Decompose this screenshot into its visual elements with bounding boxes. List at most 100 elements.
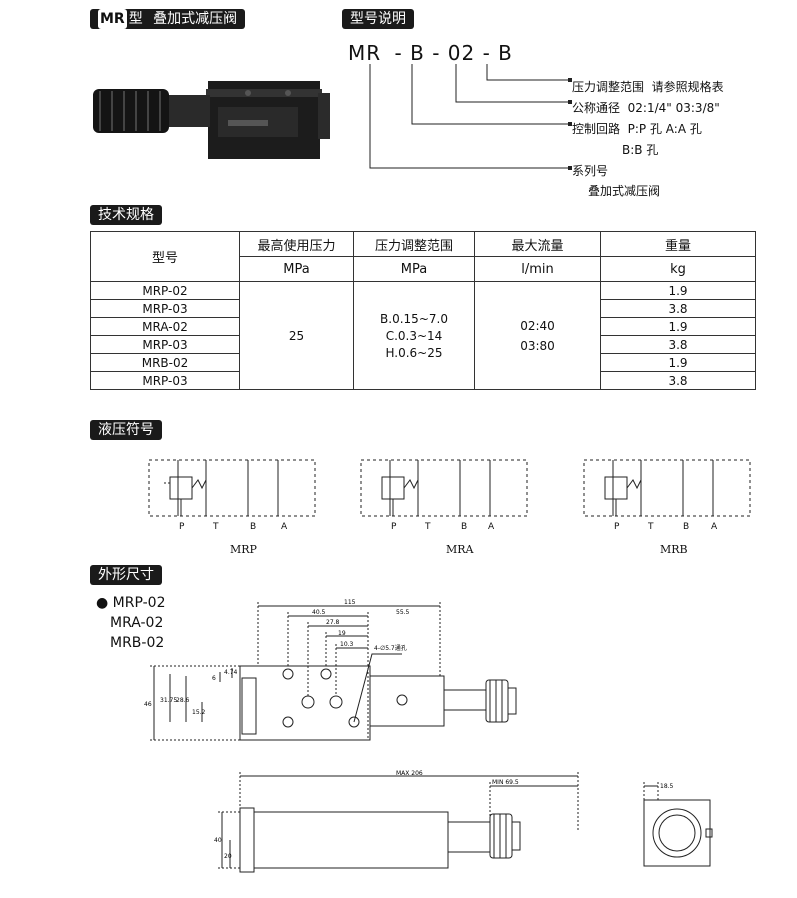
annot-size-value: 02:1/4" 03:3/8" [627,101,720,115]
annot-size-label: 公称通径 [572,101,621,115]
spec-section-title: 技术规格 [90,205,162,225]
dim-6: 6 [212,675,216,682]
annot-pressure: 压力调整范围 请参照规格表 [572,78,724,95]
th-max-pressure-unit: MPa [239,256,354,282]
dim-55-5: 55.5 [396,609,410,616]
cell-weight: 1.9 [600,281,756,300]
annot-series: 系列号 [572,164,609,178]
variant-item: MRB-02 [96,635,165,651]
cell-weight: 3.8 [600,335,756,354]
code-size: 02 [447,41,476,65]
dim-max-206: MAX 206 [396,770,423,777]
cell-weight: 3.8 [600,299,756,318]
code-dash-3: - [482,41,491,65]
cell-ranges: B.0.15~7.0 C.0.3~14 H.0.6~25 [353,281,475,390]
symbols-section-title: 液压符号 [90,420,162,440]
code-dash-1: - [394,41,403,65]
mra-port-p: P [391,522,397,532]
mrp-port-a: A [281,522,288,532]
side-view-drawing: MAX 206 MIN 69.5 40 20 [214,770,579,873]
th-range-unit: MPa [353,256,475,282]
variant-list: ● MRP-02 MRA-02 MRB-02 [96,595,165,651]
series-badge-suffix: 型 [128,11,143,27]
annot-circuit-value: P:P 孔 A:A 孔 [627,122,702,136]
mrb-port-t: T [648,522,654,532]
table-row: MRP-03 3.8 [90,371,756,390]
dim-4-74: 4.74 [224,669,238,676]
table-row: MRP-03 3.8 [90,335,756,354]
th-flow: 最大流量 [474,231,601,257]
variant-item: ● MRP-02 [96,595,165,611]
cell-model: MRA-02 [90,317,240,336]
annot-circuit-b: B:B 孔 [622,143,659,157]
mrp-port-b: B [250,522,257,532]
variant-label: MRP-02 [112,595,166,611]
cell-weight: 1.9 [600,317,756,336]
code-pressure: B [498,41,513,65]
th-flow-unit: l/min [474,256,601,282]
variant-label: MRB-02 [110,635,165,651]
variant-label: MRA-02 [110,615,164,631]
mra-port-t: T [425,522,431,532]
model-section-title: 型号说明 [342,9,414,29]
dim-18-5: 18.5 [660,783,674,790]
range-h: H.0.6~25 [385,345,443,360]
model-code: MR - B - 02 - B [348,41,513,65]
annot-circuit-label: 控制回路 [572,122,621,136]
symbol-label-mra: MRA [446,543,474,556]
mrb-port-p: P [614,522,620,532]
cell-max-pressure: 25 [239,281,354,390]
top-view-drawing: 115 40.5 55.5 27.8 19 10.3 4-∅5.7通孔 46 3… [144,599,517,741]
mra-port-b: B [461,522,468,532]
dims-section-title: 外形尺寸 [90,565,162,585]
code-dash-2: - [432,41,441,65]
product-photo [93,81,330,159]
th-max-pressure: 最高使用压力 [239,231,354,257]
th-range: 压力调整范围 [353,231,475,257]
symbol-label-mrb: MRB [660,543,688,556]
model-leader-lines [369,64,572,170]
end-view-drawing: 18.5 [643,782,713,867]
dim-hole: 4-∅5.7通孔 [374,644,407,652]
mrb-port-b: B [683,522,690,532]
cell-flows: 02:40 03:80 [474,281,601,390]
symbol-diagram-mra [360,459,528,517]
mra-port-a: A [488,522,495,532]
table-row: MRB-02 1.9 [90,353,756,372]
dim-15-2: 15.2 [192,709,206,716]
dim-40-5: 40.5 [312,609,326,616]
dim-46: 46 [144,701,152,708]
annot-pressure-value: 请参照规格表 [651,80,724,94]
series-badge: MR [98,9,127,29]
dim-27-8: 27.8 [326,619,340,626]
dim-28-6: 28.6 [176,697,190,704]
annot-series-desc: 叠加式减压阀 [588,184,661,198]
dim-115: 115 [344,599,356,606]
annot-pressure-label: 压力调整范围 [572,80,645,94]
flow-03: 03:80 [520,338,555,353]
range-c: C.0.3~14 [385,328,443,343]
cell-model: MRB-02 [90,353,240,372]
cell-model: MRP-02 [90,281,240,300]
th-model: 型号 [90,231,240,282]
dim-19: 19 [338,630,346,637]
dim-31-75: 31.75 [160,697,177,704]
range-b: B.0.15~7.0 [380,311,448,326]
dim-20: 20 [224,853,232,860]
spec-table: 型号 最高使用压力 压力调整范围 最大流量 重量 MPa MPa l/min k… [90,231,756,390]
symbol-label-mrp: MRP [230,543,257,556]
spec-header-row: 型号 最高使用压力 压力调整范围 最大流量 重量 [90,231,756,282]
symbol-diagram-mrb [583,459,751,517]
dim-min-69-5: MIN 69.5 [492,779,519,786]
bullet-icon: ● [96,595,109,611]
flow-02: 02:40 [520,318,555,333]
table-row: MRP-02 25 B.0.15~7.0 C.0.3~14 H.0.6~25 0… [90,281,756,390]
mrb-port-a: A [711,522,718,532]
mrp-port-p: P [179,522,185,532]
cell-model: MRP-03 [90,371,240,390]
table-row: MRA-02 1.9 [90,317,756,336]
code-series: MR [348,41,382,65]
annot-circuit: 控制回路 P:P 孔 A:A 孔 [572,120,702,137]
cell-model: MRP-03 [90,299,240,318]
mrp-port-t: T [213,522,219,532]
